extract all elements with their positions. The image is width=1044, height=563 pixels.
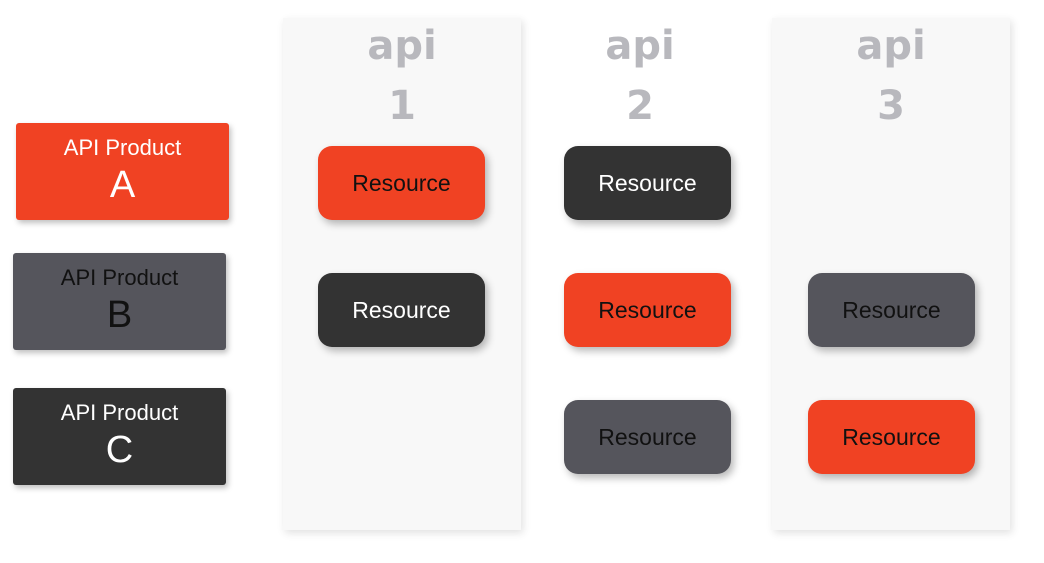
product-letter: A [109,164,136,206]
api-1-title: api 1 [283,0,521,140]
product-letter: B [106,294,133,336]
api-3-resource-2: Resource [808,400,975,474]
api-2-resource-2: Resource [564,273,731,347]
api-product-b: API Product B [13,253,226,350]
api-product-c: API Product C [13,388,226,485]
api-2-title: api 2 [521,0,759,140]
api-number: 3 [877,83,905,129]
product-label: API Product [63,135,182,160]
api-product-a: API Product A [16,123,229,220]
api-3-resource-1: Resource [808,273,975,347]
api-3-title: api 3 [772,0,1010,140]
api-2-resource-3: Resource [564,400,731,474]
api-word: api [367,23,437,69]
product-label: API Product [60,400,179,425]
api-number: 2 [626,83,654,129]
product-label: API Product [60,265,179,290]
api-number: 1 [388,83,416,129]
api-word: api [856,23,926,69]
api-2-resource-1: Resource [564,146,731,220]
api-1-resource-1: Resource [318,146,485,220]
api-1-resource-2: Resource [318,273,485,347]
product-letter: C [105,429,134,471]
api-word: api [605,23,675,69]
